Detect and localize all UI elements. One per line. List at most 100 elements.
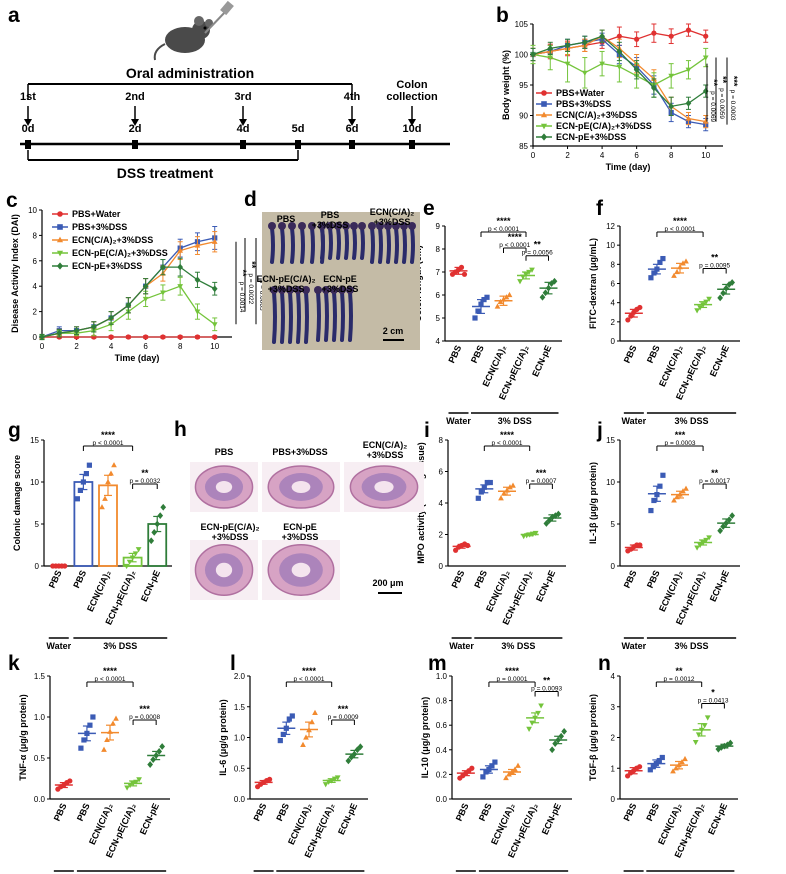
- data-point: [283, 725, 289, 731]
- data-point: [142, 282, 149, 290]
- data-point: [685, 67, 692, 73]
- category-label: PBS: [645, 344, 662, 365]
- data-point: [634, 36, 640, 42]
- data-point: [357, 743, 364, 751]
- data-point: [702, 55, 709, 61]
- data-point: [147, 761, 154, 768]
- data-point: [81, 737, 87, 743]
- sig-stars: **: [711, 468, 719, 478]
- data-point: [156, 748, 163, 755]
- data-point: [492, 759, 498, 765]
- sig-stars: *: [711, 688, 715, 698]
- data-point: [501, 490, 507, 496]
- y-tick-label: 6: [436, 291, 441, 300]
- y-tick-label: 0.4: [436, 746, 448, 755]
- legend-label: PBS+Water: [72, 209, 121, 219]
- group-2: [494, 291, 513, 309]
- sig-stars: ****: [496, 216, 511, 226]
- colon-specimen: [348, 290, 353, 342]
- group-1: [647, 472, 666, 514]
- data-point: [74, 496, 80, 502]
- cecum: [308, 222, 316, 230]
- data-point: [657, 483, 663, 489]
- data-point: [83, 471, 89, 477]
- colon-specimen: [378, 226, 383, 264]
- y-tick-label: 1: [611, 764, 616, 773]
- data-point: [692, 740, 699, 746]
- colon-specimen: [402, 226, 407, 264]
- data-point: [108, 314, 114, 322]
- data-point: [101, 746, 107, 752]
- data-point: [331, 776, 338, 782]
- data-point: [80, 479, 86, 485]
- data-point: [157, 512, 164, 519]
- water-group-label: Water: [446, 416, 471, 426]
- y-tick-label: 85: [519, 142, 528, 151]
- category-label: PBS: [644, 802, 661, 823]
- data-point: [160, 290, 166, 296]
- sig-stars: ****: [500, 430, 515, 440]
- data-point: [729, 512, 736, 519]
- sig-pvalue: p = 0.0069: [709, 91, 716, 122]
- sig-stars: **: [543, 676, 551, 686]
- dose-day: 0d: [22, 123, 35, 135]
- y-tick-label: 0.0: [34, 795, 46, 804]
- cecum: [302, 286, 310, 294]
- legend-marker: [541, 90, 547, 96]
- data-point: [328, 778, 335, 784]
- data-point: [727, 739, 734, 747]
- data-point: [651, 497, 657, 504]
- data-point: [504, 487, 510, 493]
- data-point: [545, 284, 552, 292]
- colon-specimens: [268, 222, 416, 344]
- histology-group-label: PBS: [215, 447, 234, 457]
- sig-stars: **: [238, 270, 248, 278]
- dose-arrow-head: [131, 119, 139, 126]
- histology-scale-label: 200 μm: [372, 578, 403, 588]
- data-point: [695, 732, 702, 738]
- data-point: [535, 710, 541, 717]
- data-point: [484, 294, 490, 300]
- data-point: [723, 519, 730, 527]
- data-point: [510, 482, 516, 488]
- data-point: [151, 529, 158, 536]
- cecum: [358, 222, 366, 230]
- data-point: [280, 731, 286, 738]
- data-point: [312, 709, 318, 715]
- data-point: [647, 767, 653, 773]
- colon-specimen: [296, 290, 301, 344]
- water-group-label: Water: [449, 641, 474, 651]
- data-point: [267, 776, 273, 782]
- sig-pvalue: p = 0.0009: [328, 714, 359, 721]
- sig-stars: **: [718, 76, 728, 84]
- legend-label: ECN(C/A)₂+3%DSS: [72, 235, 153, 245]
- y-tick-label: 6: [439, 468, 444, 477]
- data-point: [532, 715, 538, 721]
- data-point: [729, 279, 736, 286]
- data-point: [126, 559, 133, 565]
- colon-day: 10d: [403, 123, 422, 135]
- group-3: [122, 547, 143, 570]
- group-0: [50, 563, 68, 569]
- data-point: [651, 30, 657, 36]
- data-point: [506, 771, 512, 777]
- data-point: [670, 768, 676, 774]
- sig-pvalue: p = 0.0413: [698, 698, 729, 705]
- sig-pvalue: p = 0.0003: [729, 90, 736, 121]
- data-point: [668, 102, 675, 110]
- data-point: [637, 542, 643, 548]
- x-tick-label: 0: [531, 151, 536, 160]
- group-3: [694, 296, 713, 314]
- data-point: [671, 497, 677, 503]
- data-point: [194, 334, 201, 340]
- cecum: [408, 222, 416, 230]
- lumen: [291, 481, 311, 493]
- data-point: [480, 774, 486, 780]
- data-point: [211, 285, 218, 293]
- data-point: [211, 322, 218, 328]
- data-point: [680, 260, 686, 266]
- y-tick-label: 7: [436, 268, 441, 277]
- data-point: [129, 555, 136, 561]
